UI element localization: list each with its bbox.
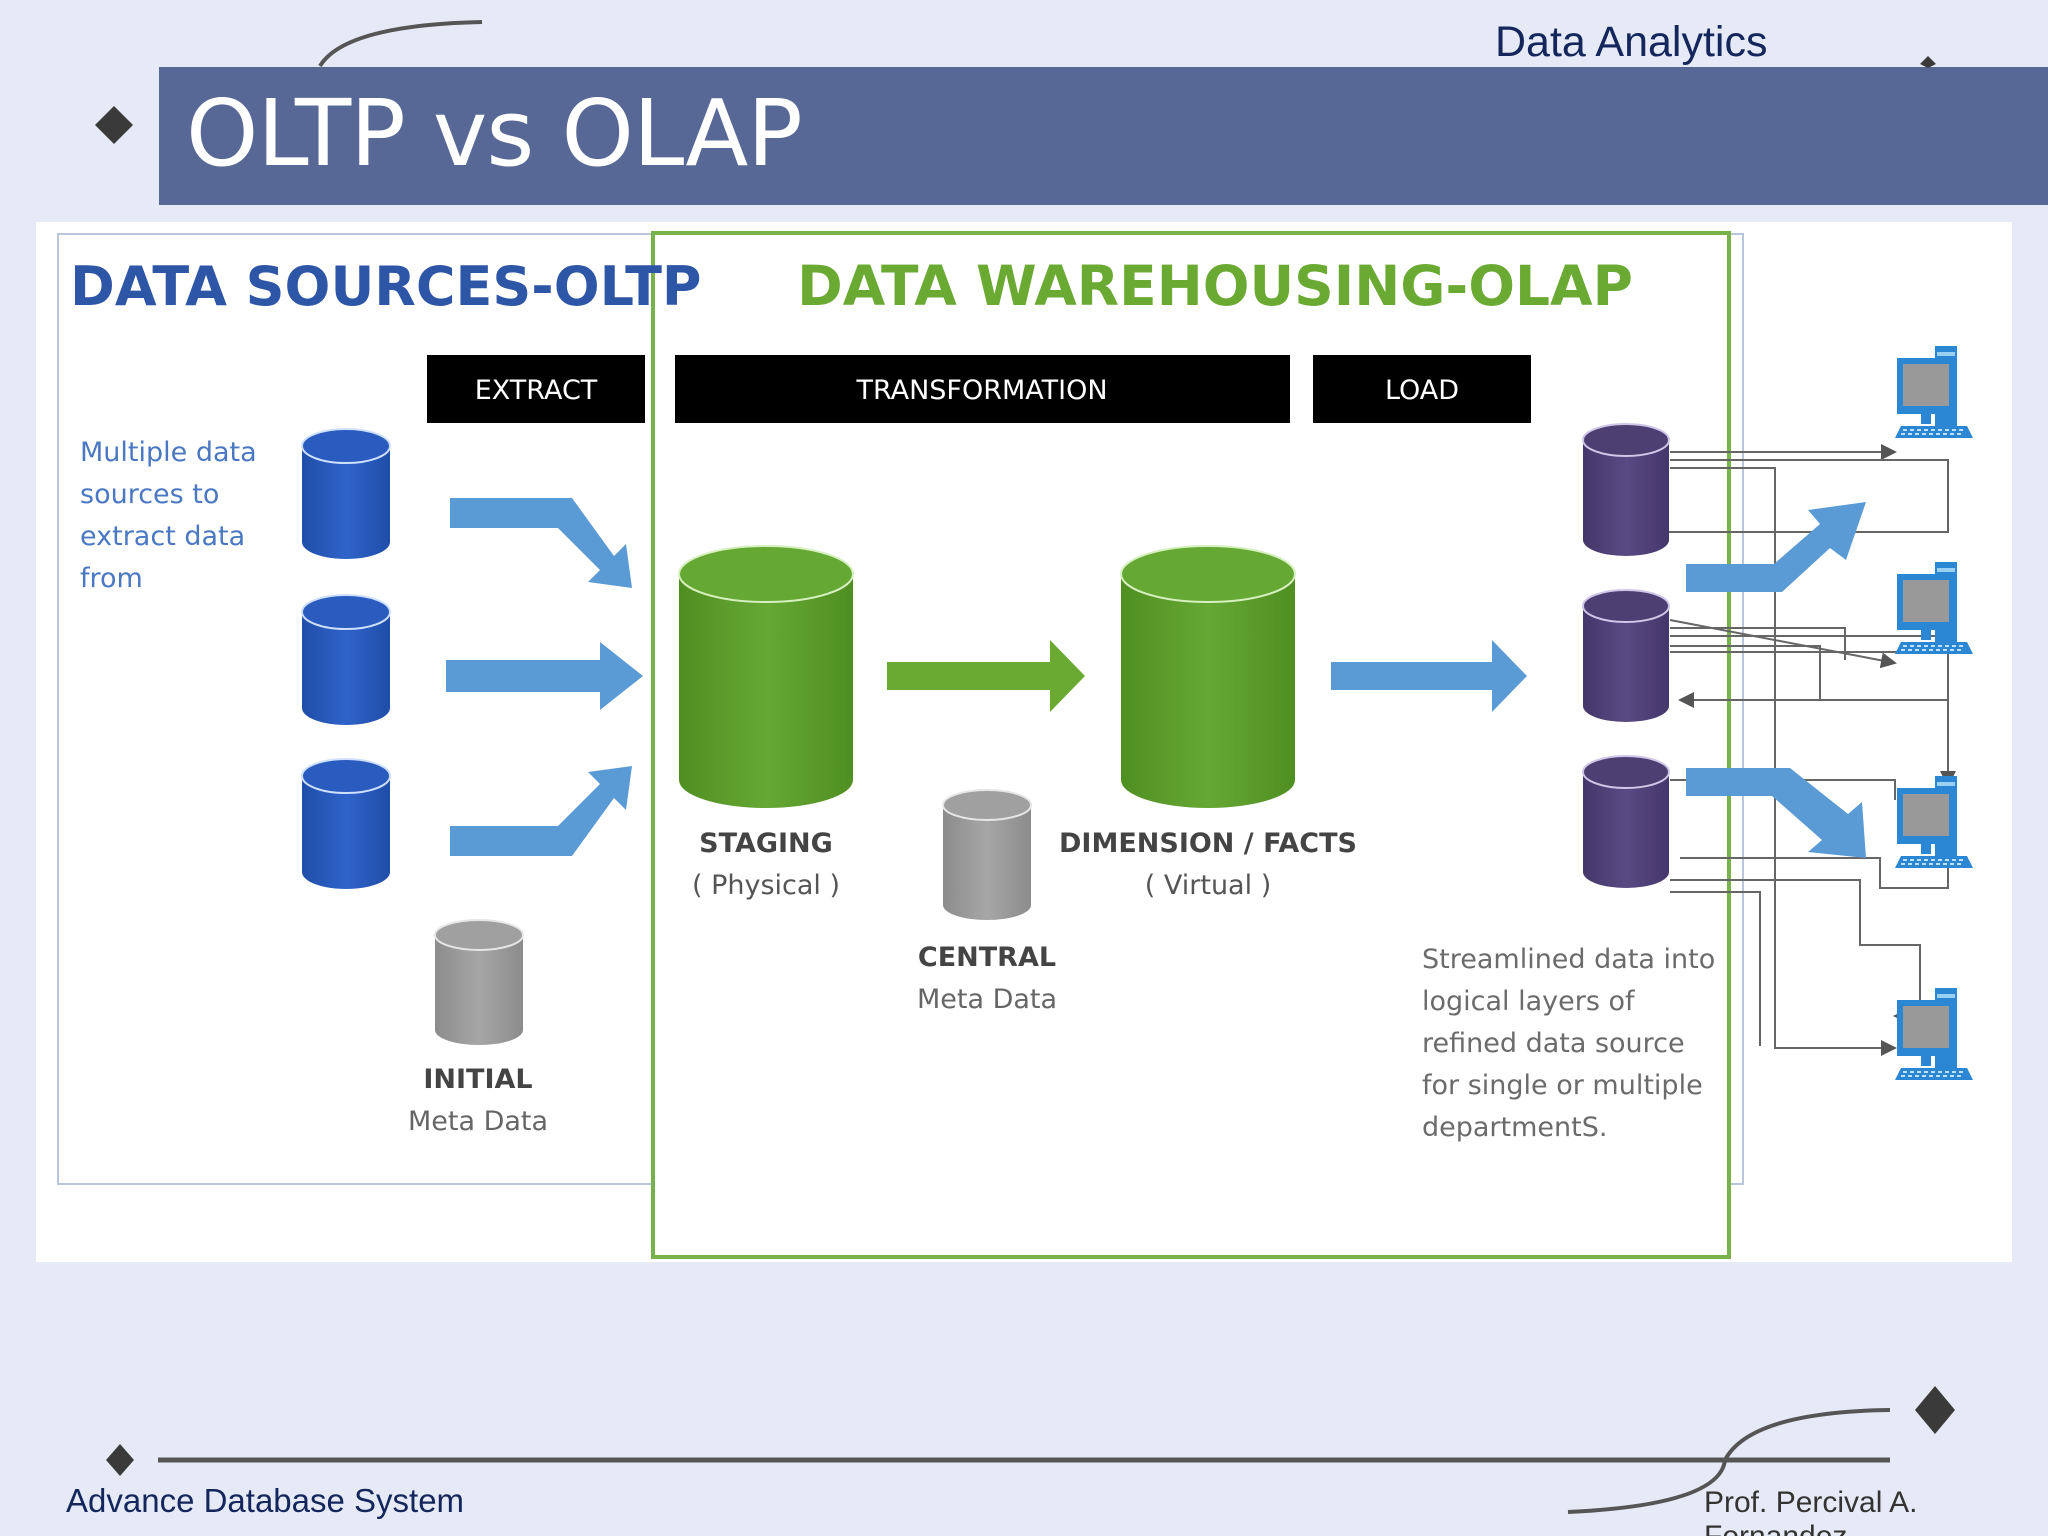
extract-arrow-straight — [446, 642, 643, 710]
data-mart-db-2-icon — [1582, 589, 1670, 722]
dimension-title: DIMENSION / FACTS — [1059, 828, 1357, 859]
central-title: CENTRAL — [918, 942, 1056, 973]
staging-title: STAGING — [699, 828, 833, 859]
footer-instructor: Prof. Percival A. Fernandez — [1704, 1486, 1918, 1536]
source-db-1-icon — [301, 428, 391, 559]
distribution-arrow-up — [1686, 502, 1866, 592]
streamlined-note-line: refined data source — [1422, 1028, 1685, 1059]
initial-metadata-db-icon — [434, 919, 524, 1045]
desktop-computer-icon — [1895, 346, 1973, 438]
central-subtitle: Meta Data — [917, 984, 1057, 1015]
sources-note-line: Multiple data — [80, 437, 257, 468]
dimension-subtitle: ( Virtual ) — [1145, 870, 1271, 901]
extract-label: EXTRACT — [475, 375, 598, 406]
transformation-arrow — [887, 640, 1085, 712]
distribution-arrow-down — [1686, 768, 1866, 858]
course-label: Data Analytics — [1495, 18, 1768, 66]
diamond-icon — [1920, 56, 1936, 68]
central-metadata-db-icon — [942, 789, 1032, 920]
load-label: LOAD — [1385, 375, 1459, 406]
sources-heading: DATA SOURCES-OLTP — [70, 255, 702, 318]
staging-subtitle: ( Physical ) — [692, 870, 840, 901]
extract-arrow-curved-down — [450, 498, 632, 588]
diamond-icon — [106, 1444, 134, 1476]
data-mart-db-1-icon — [1582, 423, 1670, 556]
source-db-3-icon — [301, 758, 391, 889]
streamlined-note-line: logical layers of — [1422, 986, 1636, 1017]
load-bar — [1313, 355, 1531, 423]
initial-subtitle: Meta Data — [408, 1106, 548, 1137]
initial-title: INITIAL — [423, 1064, 532, 1095]
sources-note-line: extract data — [80, 521, 245, 552]
transformation-label: TRANSFORMATION — [855, 375, 1107, 406]
decorative-swoosh — [1567, 1408, 1891, 1514]
footer-course-name: Advance Database System — [66, 1482, 465, 1519]
streamlined-note-line: Streamlined data into — [1422, 944, 1715, 975]
warehouse-heading: DATA WAREHOUSING-OLAP — [797, 254, 1633, 318]
slide-title: OLTP vs OLAP — [186, 80, 803, 187]
diamond-icon — [95, 106, 133, 144]
streamlined-note-line: for single or multiple — [1422, 1070, 1703, 1101]
diamond-icon — [1915, 1386, 1955, 1434]
load-arrow — [1331, 640, 1527, 712]
staging-db-icon — [678, 545, 854, 808]
extract-bar — [427, 355, 645, 423]
desktop-computer-icon — [1895, 776, 1973, 868]
streamlined-note-line: departmentS. — [1422, 1112, 1607, 1143]
transformation-bar — [675, 355, 1290, 423]
desktop-computer-icon — [1895, 562, 1973, 654]
sources-note-line: from — [80, 563, 143, 594]
sources-note-line: sources to — [80, 479, 219, 510]
data-mart-db-3-icon — [1582, 755, 1670, 888]
dimension-facts-db-icon — [1120, 545, 1296, 808]
source-db-2-icon — [301, 594, 391, 725]
decorative-swoosh — [318, 20, 483, 68]
extract-arrow-curved-up — [450, 766, 632, 856]
title-band — [159, 67, 2048, 205]
desktop-computer-icon — [1895, 988, 1973, 1080]
